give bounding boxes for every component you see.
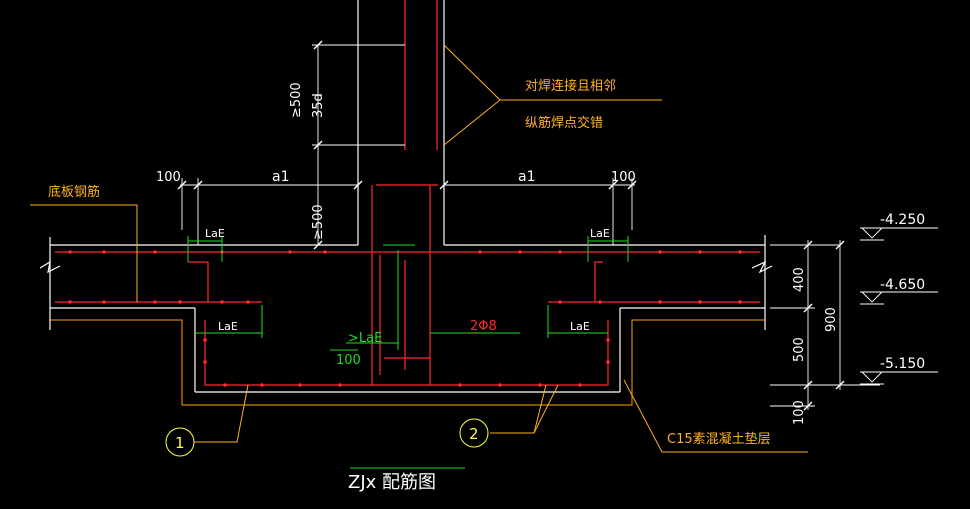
anchor-label-bottom-left: LaE (218, 320, 238, 333)
min-anchor-label: >LaE (348, 331, 382, 346)
dim-500: 500 (792, 337, 807, 362)
dim-100-vert: 100 (792, 400, 807, 425)
dimension-lines (180, 44, 938, 410)
elevation-3: -5.150 (880, 356, 925, 372)
elevation-2: -4.650 (880, 277, 925, 293)
cushion-layer-label: C15素混凝土垫层 (667, 431, 771, 447)
green-lines (187, 236, 629, 469)
dim-100-right: 100 (611, 170, 636, 185)
dim-a1-right: a1 (518, 169, 536, 185)
elevation-1: -4.250 (880, 212, 925, 228)
bottom-slab-rebar-label: 底板钢筋 (48, 184, 100, 200)
dim-a1-left: a1 (272, 169, 290, 185)
cushion-layer (50, 319, 765, 406)
callout-2: 2 (469, 425, 479, 443)
anchor-label-bottom-right: LaE (570, 320, 590, 333)
anchor-label-top-left: LaE (205, 227, 225, 240)
dim-900: 900 (824, 307, 839, 332)
dim-35d: 35d (311, 93, 326, 118)
dim-100-anchor: 100 (336, 353, 361, 368)
dimension-ticks (177, 40, 845, 411)
rebar-group (55, 0, 760, 386)
anchor-label-top-right: LaE (590, 227, 610, 240)
dim-100-left: 100 (156, 170, 181, 185)
weld-note-line2: 纵筋焊点交错 (525, 115, 603, 131)
dim-ge500-bottom: ≥500 (311, 204, 326, 240)
dim-ge500-top: ≥500 (289, 82, 304, 118)
drawing-title: ZJx 配筋图 (348, 472, 436, 493)
rebar-dots (68, 250, 742, 387)
callout-circles (165, 418, 489, 457)
leader-lines (30, 44, 808, 453)
concrete-outline (39, 0, 773, 393)
rebar-spec-label: 2Φ8 (470, 319, 497, 334)
dim-400: 400 (792, 267, 807, 292)
callout-1: 1 (175, 434, 185, 452)
weld-note-line1: 对焊连接且相邻 (525, 78, 616, 94)
